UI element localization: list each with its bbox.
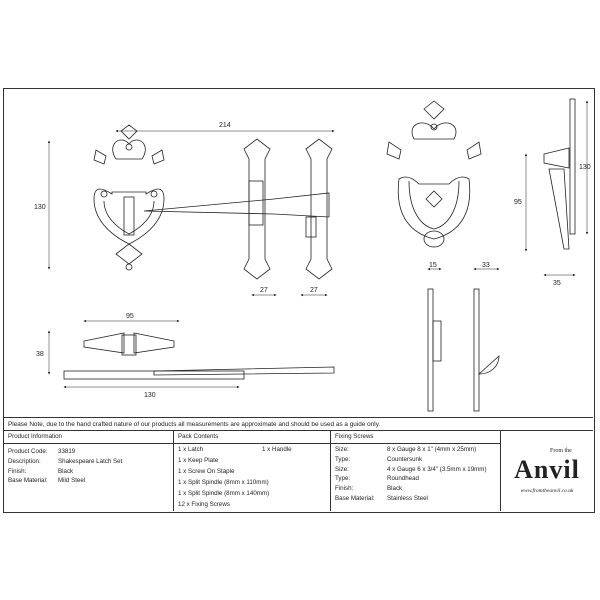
value: 4 x Gauge 6 x 3/4" (3.5mm x 19mm)	[387, 465, 487, 473]
technical-drawing: 214 130 95 27 27 38 130 130 95 15 33 35	[34, 98, 591, 412]
product-info-header: Product Information	[4, 431, 173, 444]
value: Stainless Steel	[387, 494, 428, 502]
latch-bottom-view	[63, 332, 335, 380]
value: Countersunk	[387, 455, 423, 463]
fixing-screws-header: Fixing Screws	[331, 431, 500, 444]
pack-item: 1 x Split Spindle (8mm x 140mm)	[178, 490, 270, 497]
handle-front-view	[386, 100, 482, 248]
pack-item: 1 x Latch	[178, 446, 204, 453]
pack-item: 1 x Split Spindle (8mm x 110mm)	[178, 479, 269, 486]
label: Description:	[8, 457, 41, 465]
fixing-screws-section: Fixing Screws Size: 8 x Gauge 8 x 1" (4mm…	[331, 431, 501, 511]
label: Size:	[335, 465, 349, 473]
dim-side-33: 33	[482, 262, 490, 269]
value: Black	[387, 485, 403, 493]
logo-brand-text: Anvil	[514, 455, 580, 484]
pack-item: 1 x Screw On Staple	[178, 468, 235, 475]
value: Black	[58, 467, 74, 475]
value: Shakespeare Latch Set	[58, 457, 123, 465]
label: Size:	[335, 446, 349, 453]
dim-side-15: 15	[429, 262, 437, 269]
drawing-sheet: 214 130 95 27 27 38 130 130 95 15 33 35 …	[3, 88, 595, 513]
pack-item: 1 x Keep Plate	[178, 457, 219, 464]
product-info-section: Product Information Product Code: 33819 D…	[4, 431, 174, 511]
dim-bottom-height: 38	[36, 351, 44, 358]
pack-item: 1 x Handle	[262, 446, 292, 453]
pack-contents-section: Pack Contents 1 x Latch 1 x Handle 1 x Ke…	[174, 431, 331, 511]
label: Type:	[335, 475, 351, 483]
label: Base Material:	[335, 494, 375, 502]
dim-front-height: 130	[34, 204, 46, 211]
value: 8 x Gauge 8 x 1" (4mm x 25mm)	[387, 446, 477, 453]
dim-handle-height: 130	[579, 164, 591, 171]
value: 33819	[58, 448, 76, 455]
dim-front-width: 214	[219, 122, 231, 129]
value: Mild Steel	[58, 477, 86, 485]
label: Base Material:	[8, 477, 48, 485]
spindle-views	[427, 288, 500, 412]
latch-front-view	[93, 124, 333, 280]
logo-from-text: From the	[550, 448, 572, 454]
label: Product Code:	[8, 448, 48, 455]
dim-handle-width: 95	[126, 313, 134, 320]
dim-side-35: 35	[553, 280, 561, 287]
dim-bottom-width: 130	[144, 392, 156, 399]
label: Type:	[335, 455, 351, 463]
dim-handle-ring-height: 95	[514, 199, 522, 206]
disclaimer-note: Please Note, due to the hand crafted nat…	[4, 417, 593, 431]
pack-item: 12 x Fixing Screws	[178, 501, 230, 508]
info-table: Product Information Product Code: 33819 D…	[4, 431, 593, 511]
dim-keep-width-2: 27	[310, 287, 318, 294]
pack-contents-header: Pack Contents	[174, 431, 330, 444]
handle-side-view	[543, 98, 576, 250]
dim-keep-width-1: 27	[260, 287, 268, 294]
value: Roundhead	[387, 475, 419, 483]
label: Finish:	[335, 485, 354, 493]
brand-logo: From the Anvil www.fromtheanvil.co.uk	[501, 431, 593, 511]
logo-url-text: www.fromtheanvil.co.uk	[520, 488, 574, 494]
label: Finish:	[8, 467, 27, 475]
